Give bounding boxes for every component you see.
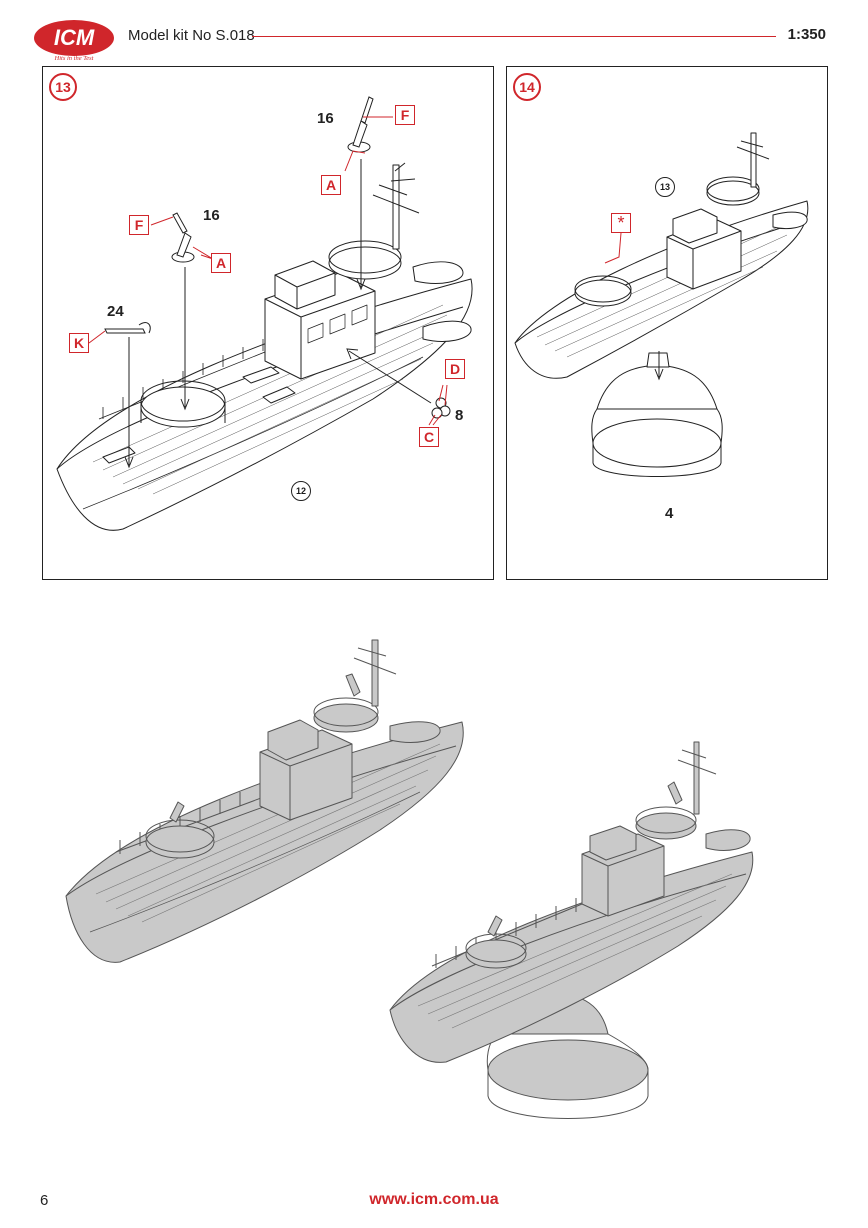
boat-render-right-on-stand [389,741,754,1119]
website-link[interactable]: www.icm.com.ua [369,1191,499,1208]
header-divider [252,36,776,37]
step-14-panel: 14 13 * [506,66,828,580]
step-13-panel: 13 [42,66,494,580]
model-kit-title: Model kit No S.018 [128,27,255,44]
step-13-badge: 13 [49,73,77,101]
page-header: ICM Hits in the Test Model kit No S.018 … [0,0,868,64]
step-reference-13: 13 [655,177,675,197]
quantity-label: 16 [203,207,220,224]
part-tag-c: C [419,427,439,447]
svg-text:Hits in the Test: Hits in the Test [54,55,94,62]
part-tag-k: K [69,333,89,353]
part-tag-a: A [321,175,341,195]
quantity-label: 24 [107,303,124,320]
part-tag-d: D [445,359,465,379]
model-scale: 1:350 [787,26,826,43]
step-reference-12: 12 [291,481,311,501]
quantity-label: 8 [455,407,464,424]
svg-text:ICM: ICM [54,25,95,50]
part-tag-any: * [611,213,631,233]
quantity-label: 4 [665,505,674,522]
part-tag-f: F [129,215,149,235]
step-14-boat-drawing [514,132,809,477]
quantity-label: 16 [317,110,334,127]
step-13-boat-drawing [56,96,473,531]
part-tag-a: A [211,253,231,273]
part-tag-f: F [395,105,415,125]
boat-render-left [65,639,464,963]
page-number: 6 [40,1192,49,1209]
step-14-badge: 14 [513,73,541,101]
icm-logo: ICM Hits in the Test [34,20,114,62]
